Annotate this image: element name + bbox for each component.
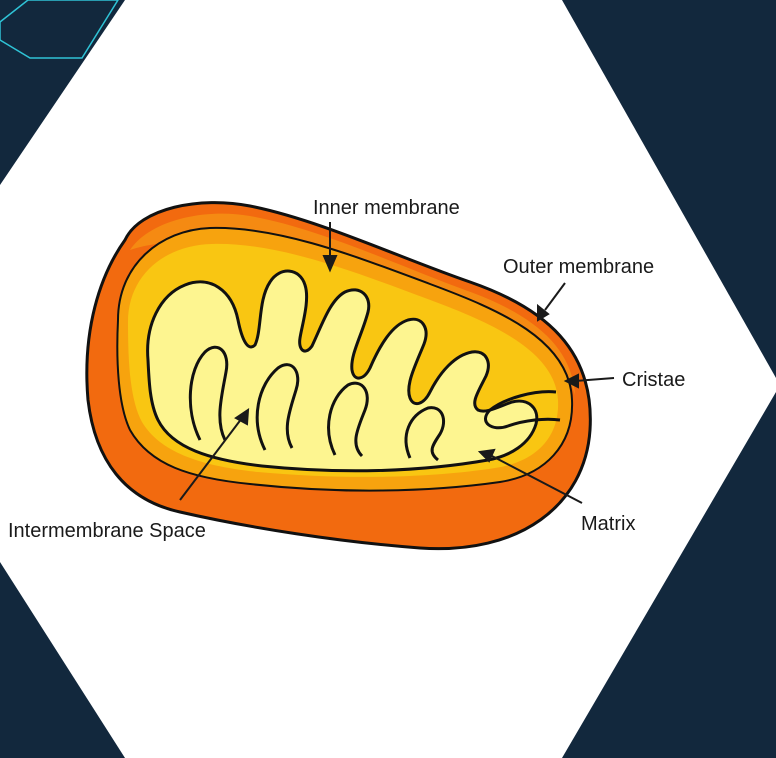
outer-membrane-label: Outer membrane [503,256,654,278]
inner-membrane-label: Inner membrane [313,197,460,219]
intermembrane-space-label: Intermembrane Space [8,520,206,542]
matrix-label: Matrix [581,513,635,535]
cristae-label: Cristae [622,369,685,391]
